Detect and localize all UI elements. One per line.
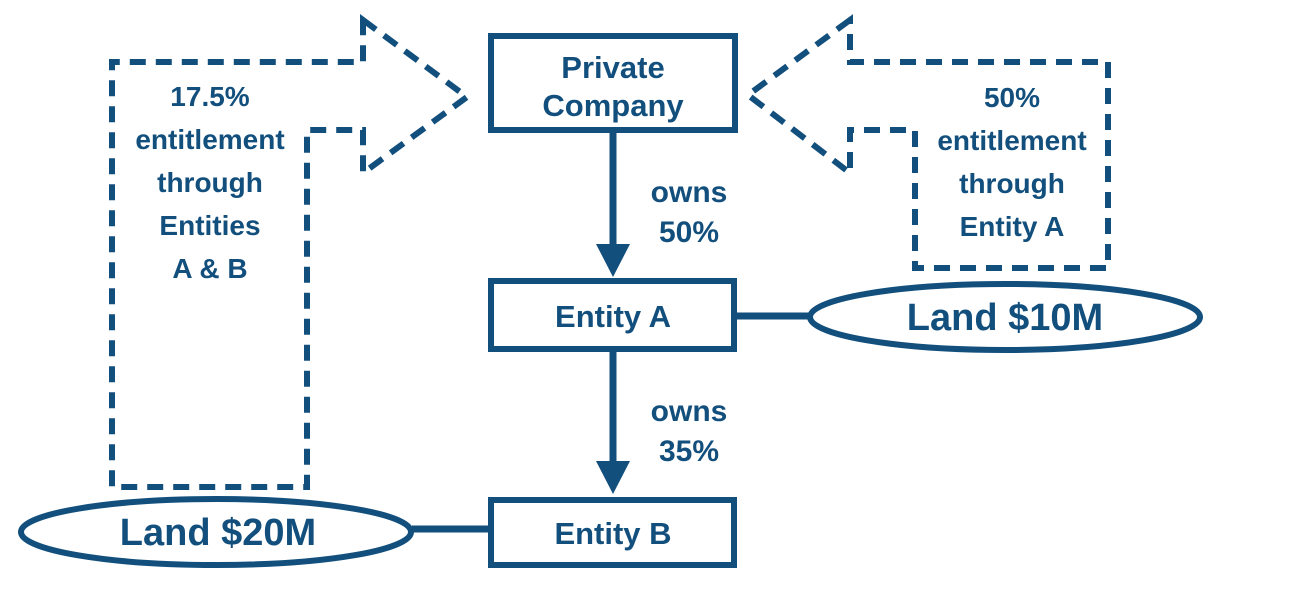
right-callout-line-2: entitlement — [937, 125, 1086, 156]
right-callout-line-4: Entity A — [960, 211, 1065, 242]
land-20m-label: Land $20M — [120, 512, 316, 554]
private-company-label-line1: Private — [561, 50, 664, 85]
entity-a-to-entity-b-arrowhead — [596, 461, 630, 494]
left-callout-line-4: Entities — [159, 210, 260, 241]
right-entitlement-callout: 50% entitlement through Entity A — [742, 14, 1111, 271]
entity-b-label: Entity B — [554, 516, 671, 551]
owns-35-label-line1: owns — [651, 395, 728, 428]
left-callout-line-2: entitlement — [135, 124, 284, 155]
left-callout-line-3: through — [157, 167, 263, 198]
owns-35-label-line2: 35% — [659, 435, 719, 468]
edge-company-owns-entity-a: owns 50% — [596, 131, 727, 277]
left-callout-line-1: 17.5% — [170, 81, 249, 112]
entity-b-node: Entity B — [488, 497, 737, 568]
left-callout-arrow-shape — [109, 14, 473, 490]
right-callout-arrow-shape — [742, 14, 1111, 271]
left-entitlement-callout: 17.5% entitlement through Entities A & B — [109, 14, 473, 490]
land-20m-ellipse — [18, 496, 414, 568]
entity-a-node: Entity A — [488, 278, 737, 352]
company-to-entity-a-arrowhead — [596, 244, 630, 277]
land-10m-ellipse — [807, 281, 1203, 353]
entity-a-label: Entity A — [555, 299, 671, 334]
entity-a-land-asset: Land $10M — [734, 281, 1203, 353]
right-callout-line-1: 50% — [984, 82, 1040, 113]
private-company-box — [488, 33, 738, 133]
owns-50-label-line2: 50% — [659, 216, 719, 249]
left-callout-line-5: A & B — [172, 253, 247, 284]
private-company-node: Private Company — [488, 33, 738, 133]
private-company-label-line2: Company — [542, 88, 684, 123]
entity-b-land-asset: Land $20M — [18, 496, 492, 568]
owns-50-label-line1: owns — [651, 176, 728, 209]
right-callout-line-3: through — [959, 168, 1065, 199]
edge-entity-a-owns-entity-b: owns 35% — [596, 349, 727, 494]
land-10m-label: Land $10M — [907, 297, 1103, 339]
